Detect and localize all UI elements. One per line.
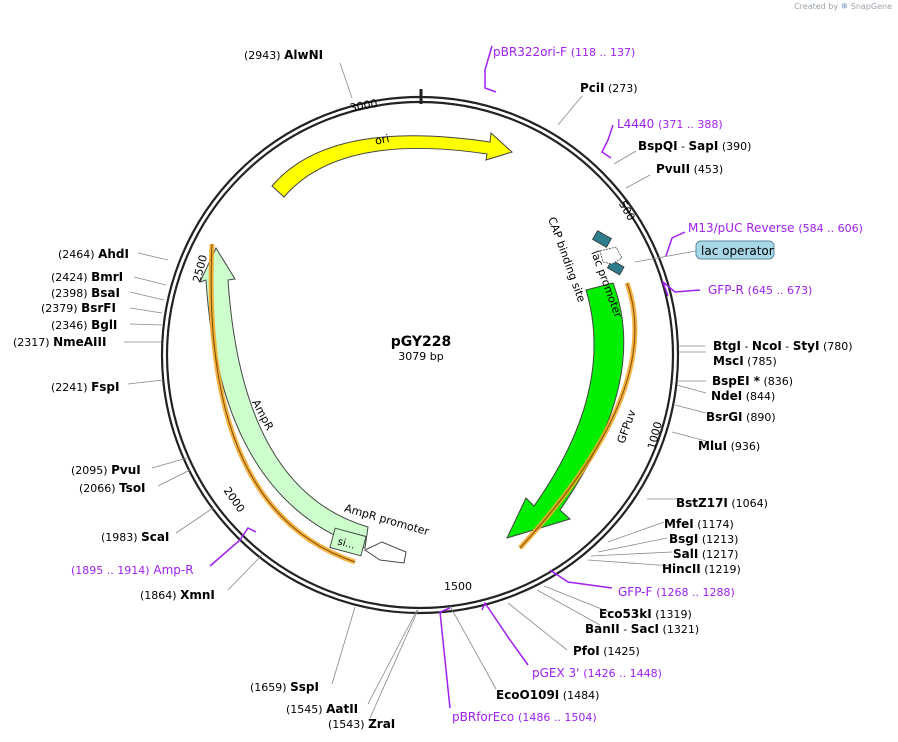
tick-3000: 3000 (349, 97, 379, 115)
ori-label: ori (374, 132, 391, 148)
lac-operator-label: lac operator (701, 244, 774, 258)
enzyme-bstz17i[interactable]: BstZ17I (1064) (676, 496, 768, 510)
enzyme-fspi[interactable]: (2241) FspI (51, 380, 119, 394)
enzyme-ahdi[interactable]: (2464) AhdI (58, 247, 129, 261)
ampr-orf-line (210, 243, 356, 563)
enzyme-pvui[interactable]: (2095) PvuI (71, 463, 141, 477)
lac-promoter-feature[interactable] (599, 246, 623, 265)
enzyme-btgi-ncoi-styi[interactable]: BtgI - NcoI - StyI (780) (713, 339, 853, 353)
enzyme-hincii[interactable]: HincII (1219) (662, 562, 741, 576)
primer-labels: pBR322ori-F (118 .. 137) L4440 (371 .. 3… (71, 45, 863, 724)
enzyme-sspi[interactable]: (1659) SspI (250, 680, 319, 694)
signal-sequence-feature[interactable] (329, 527, 367, 557)
enzyme-bsgi[interactable]: BsgI (1213) (669, 532, 738, 546)
enzyme-mfei[interactable]: MfeI (1174) (664, 517, 734, 531)
enzyme-bgli[interactable]: (2346) BglI (51, 318, 117, 332)
primer-l4440[interactable]: L4440 (371 .. 388) (617, 117, 723, 131)
signal-sequence-label: si... (336, 537, 356, 552)
enzyme-mlui[interactable]: MluI (936) (698, 439, 760, 453)
enzyme-labels: (2943) AlwNI PciI (273) BspQI - SapI (39… (13, 48, 853, 731)
enzyme-pcii[interactable]: PciI (273) (580, 81, 638, 95)
gfpuv-orf-line (519, 282, 636, 549)
enzyme-aatii[interactable]: (1545) AatII (286, 702, 358, 716)
gfpuv-feature[interactable] (506, 282, 625, 539)
enzyme-bspqi-sapi[interactable]: BspQI - SapI (390) (638, 139, 751, 153)
ampr-promoter-feature[interactable] (363, 541, 407, 564)
gfpuv-label: GFPuv (615, 408, 639, 446)
enzyme-alwni[interactable]: (2943) AlwNI (244, 48, 323, 62)
enzyme-scai[interactable]: (1983) ScaI (101, 530, 169, 544)
enzyme-bsai[interactable]: (2398) BsaI (51, 286, 120, 300)
ori-feature[interactable] (271, 131, 513, 198)
enzyme-ndei[interactable]: NdeI (844) (711, 389, 775, 403)
cap-binding-site-label: CAP binding site (545, 215, 588, 304)
ampr-feature[interactable] (199, 246, 369, 549)
enzyme-sali[interactable]: SalI (1217) (673, 547, 738, 561)
enzyme-msci[interactable]: MscI (785) (713, 354, 777, 368)
plasmid-length: 3079 bp (398, 350, 443, 363)
primer-pbrforeco[interactable]: pBRforEco (1486 .. 1504) (452, 710, 597, 724)
tick-2000: 2000 (221, 485, 248, 515)
enzyme-eco53ki[interactable]: Eco53kI (1319) (599, 607, 692, 621)
enzyme-xmni[interactable]: (1864) XmnI (140, 588, 215, 602)
enzyme-bmri[interactable]: (2424) BmrI (51, 270, 123, 284)
enzyme-zrai[interactable]: (1543) ZraI (328, 717, 395, 731)
primer-amp-r[interactable]: (1895 .. 1914) Amp-R (71, 563, 194, 577)
snapgene-logo-icon: ❄ (840, 2, 849, 12)
plasmid-name: pGY228 (391, 334, 452, 350)
cap-binding-site-feature[interactable] (592, 230, 612, 248)
enzyme-pfoi[interactable]: PfoI (1425) (573, 644, 640, 658)
primer-pgex-3[interactable]: pGEX 3' (1426 .. 1448) (532, 666, 662, 680)
tick-1500: 1500 (444, 580, 472, 593)
enzyme-bsrfi[interactable]: (2379) BsrFI (41, 301, 116, 315)
enzyme-bspei[interactable]: BspEI * (836) (712, 374, 793, 388)
primer-pbr322ori-f[interactable]: pBR322ori-F (118 .. 137) (493, 45, 635, 59)
primer-markers (209, 45, 701, 709)
lac-operator-box[interactable] (695, 240, 775, 260)
enzyme-connectors (124, 62, 707, 719)
snapgene-watermark: Created by ❄ SnapGene (794, 2, 892, 12)
enzyme-bsrgi[interactable]: BsrGI (890) (706, 410, 776, 424)
lac-operator-callout-line (634, 250, 697, 263)
primer-gfp-f[interactable]: GFP-F (1268 .. 1288) (618, 585, 735, 599)
primer-m13-puc-reverse[interactable]: M13/pUC Reverse (584 .. 606) (688, 221, 863, 235)
enzyme-banii-saci[interactable]: BanII - SacI (1321) (585, 622, 699, 636)
enzyme-pvuii[interactable]: PvuII (453) (656, 162, 723, 176)
enzyme-nmeaiii[interactable]: (2317) NmeAIII (13, 335, 106, 349)
primer-gfp-r[interactable]: GFP-R (645 .. 673) (708, 283, 812, 297)
enzyme-tsoi[interactable]: (2066) TsoI (79, 481, 146, 495)
enzyme-ecoo109i[interactable]: EcoO109I (1484) (496, 688, 599, 702)
